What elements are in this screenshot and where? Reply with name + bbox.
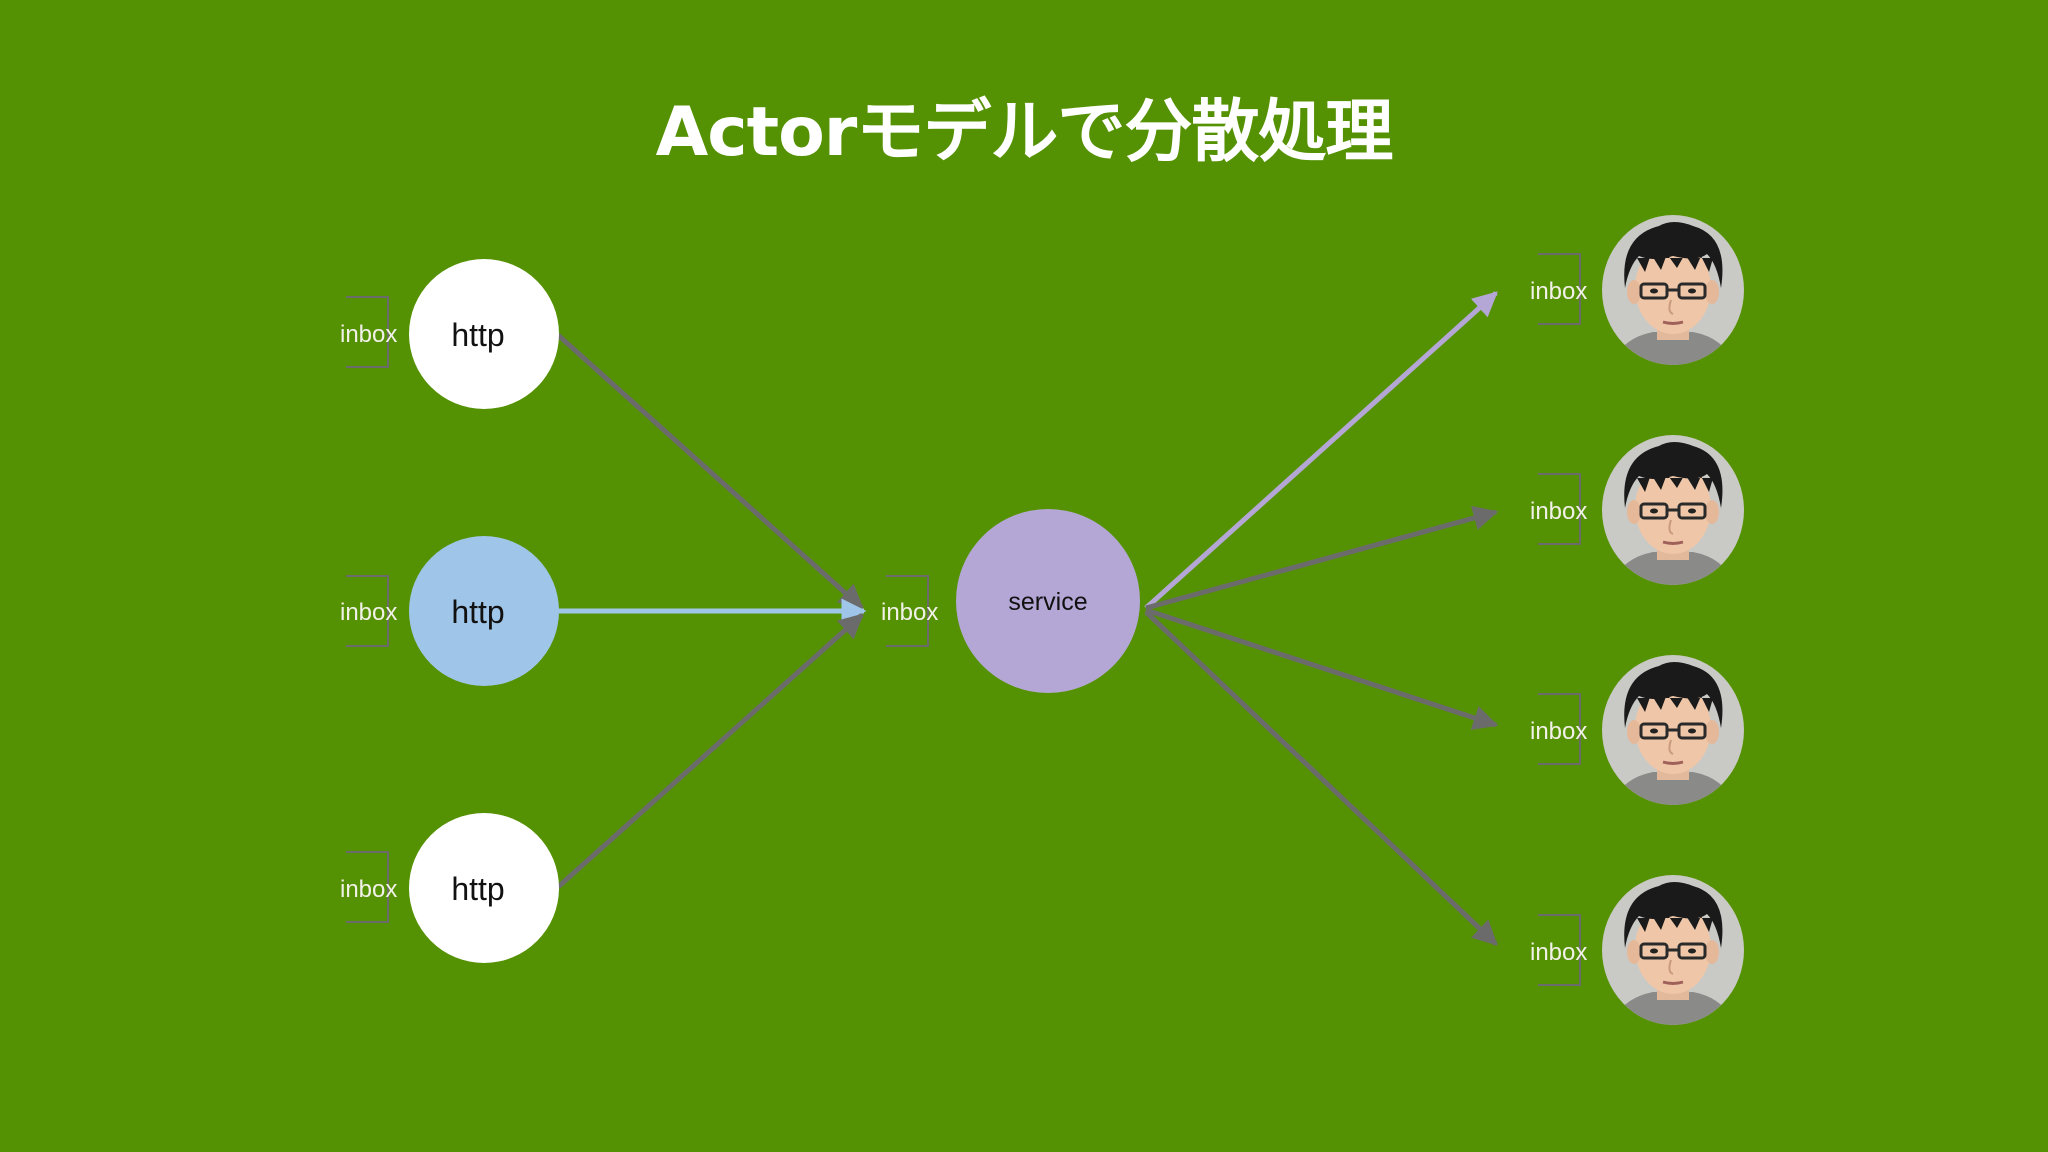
person-face-icon <box>1602 435 1744 585</box>
http-node-label: http <box>451 594 504 630</box>
inbox-label: inbox <box>1530 278 1587 305</box>
person-face-icon <box>1602 875 1744 1025</box>
arrow-http-3-to-service <box>556 613 864 889</box>
service-node: inbox service <box>881 509 1140 693</box>
http-node-circle <box>409 536 559 686</box>
arrow-http-1-to-service <box>556 333 864 610</box>
slide-title: Actorモデルで分散処理 <box>655 93 1394 172</box>
inbox-bracket <box>1538 253 1581 325</box>
http-node-circle <box>409 259 559 409</box>
inbox-label: inbox <box>1530 939 1587 966</box>
inbox-bracket <box>1538 473 1581 545</box>
inbox-label: inbox <box>340 876 397 903</box>
inbox-bracket <box>346 296 389 368</box>
inbox-label: inbox <box>340 599 397 626</box>
arrow-service-to-worker-2 <box>1145 505 1499 611</box>
inbox-label: inbox <box>1530 498 1587 525</box>
http-node-3: inbox http <box>340 813 559 963</box>
inbox-label: inbox <box>340 321 397 348</box>
worker-node-4: inbox <box>1530 875 1744 1025</box>
inbox-bracket <box>1538 914 1581 986</box>
inbox-label: inbox <box>881 599 938 626</box>
arrow-service-to-worker-1 <box>1144 291 1498 610</box>
http-node-label: http <box>451 871 504 907</box>
service-node-label: service <box>1008 588 1087 616</box>
http-node-label: http <box>451 317 504 353</box>
arrow-service-to-worker-4 <box>1144 610 1498 946</box>
inbox-bracket <box>1538 693 1581 765</box>
worker-node-1: inbox <box>1530 215 1744 365</box>
person-face-icon <box>1602 215 1744 365</box>
arrow-service-to-worker-3 <box>1145 607 1499 730</box>
person-face-icon <box>1602 655 1744 805</box>
worker-node-2: inbox <box>1530 435 1744 585</box>
service-node-circle <box>956 509 1140 693</box>
inbox-bracket <box>886 575 929 647</box>
http-node-circle <box>409 813 559 963</box>
inbox-label: inbox <box>1530 718 1587 745</box>
http-node-1: inbox http <box>340 259 559 409</box>
inbox-bracket <box>346 575 389 647</box>
http-node-2: inbox http <box>340 536 559 686</box>
inbox-bracket <box>346 851 389 923</box>
worker-node-3: inbox <box>1530 655 1744 805</box>
